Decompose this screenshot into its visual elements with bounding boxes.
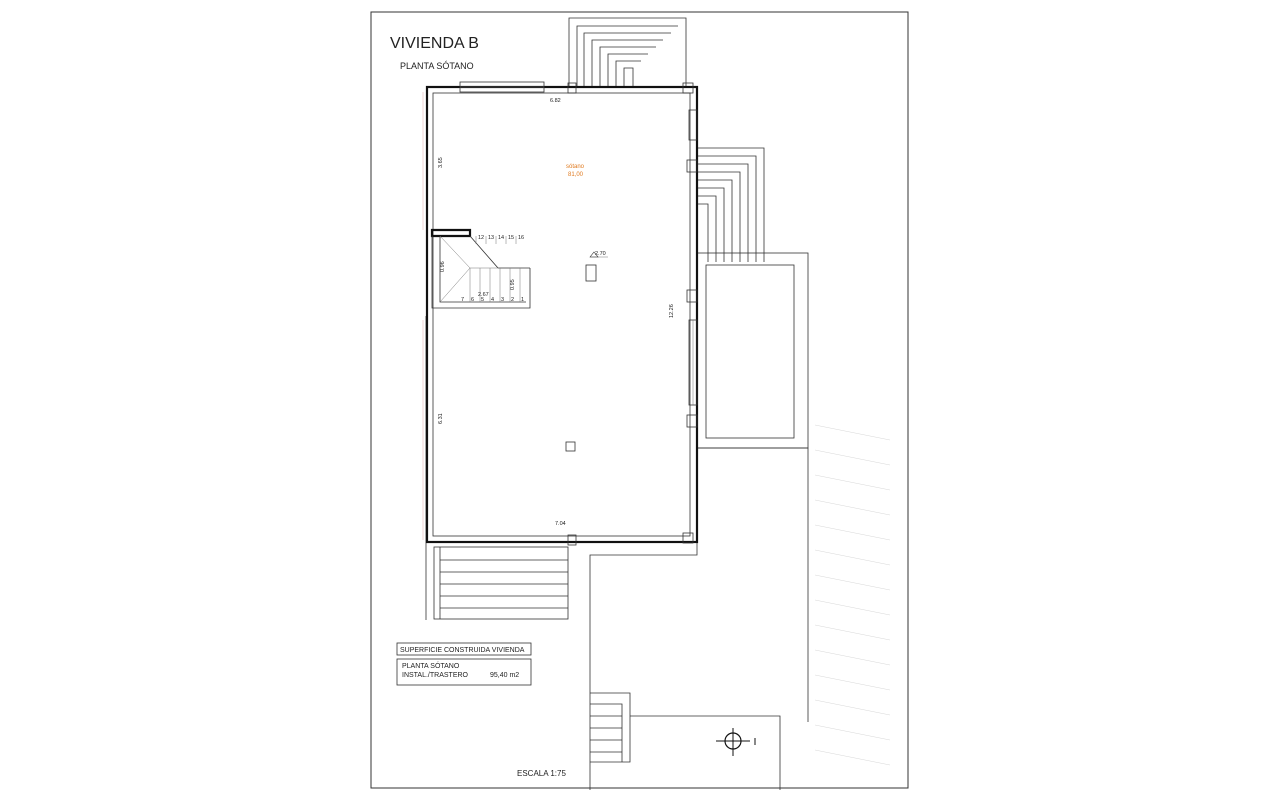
dim-stair-run: 2.67 [478,292,489,298]
svg-text:14: 14 [498,235,504,241]
svg-text:15: 15 [508,235,514,241]
svg-text:1: 1 [521,297,524,303]
pool-outer [696,252,809,449]
dim-bottom-width: 7.04 [555,521,566,527]
svg-text:6: 6 [471,297,474,303]
area-table-row-1: PLANTA SÓTANO [402,661,460,670]
interior-staircase [430,228,531,309]
svg-text:16: 16 [518,235,524,241]
top-exterior-steps [568,17,687,88]
dim-stair-landing: 0.95 [510,279,516,290]
lower-exterior-steps [590,692,631,763]
svg-text:13: 13 [488,235,494,241]
svg-text:3: 3 [501,297,504,303]
scale-label: ESCALA 1:75 [517,769,566,778]
right-exterior-steps [697,147,765,262]
basement-walls [425,81,699,546]
plan-subtitle: PLANTA SÓTANO [400,61,474,71]
north-arrow-icon [716,728,756,756]
svg-text:7: 7 [461,297,464,303]
pool-inner [705,264,795,439]
plot-outline [425,316,809,790]
bottom-exterior-steps [433,546,569,620]
area-table-value: 95,40 m2 [490,672,519,679]
dim-left-upper: 3.65 [438,157,444,168]
svg-text:12: 12 [478,235,484,241]
area-table-row-2: INSTAL./TRASTERO [402,672,469,679]
plan-title: VIVIENDA B [390,35,479,52]
room-area: 81,00 [568,172,584,178]
interior-pillar [585,264,597,282]
stair-step-labels-upper: 12 13 14 15 16 [478,235,524,241]
floor-drain [565,441,576,452]
sheet-border [370,11,909,789]
dim-left-lower: 6.31 [438,413,444,424]
level-marker: 2.70 [589,251,608,258]
dim-right-length: 12.26 [669,304,675,318]
dim-top-width: 6.82 [550,98,561,104]
area-table: SUPERFICIE CONSTRUIDA VIVIENDA PLANTA SÓ… [396,642,532,686]
svg-text:5: 5 [481,297,484,303]
svg-text:4: 4 [491,297,494,303]
svg-text:2: 2 [511,297,514,303]
dim-stair-width: 0.96 [440,261,446,272]
stair-step-labels-lower: 7 6 5 4 3 2 1 [461,297,524,303]
garden-hatch [814,424,891,766]
room-name: sótano [566,164,585,170]
area-table-header: SUPERFICIE CONSTRUIDA VIVIENDA [400,647,525,654]
svg-text:2.70: 2.70 [595,251,606,257]
